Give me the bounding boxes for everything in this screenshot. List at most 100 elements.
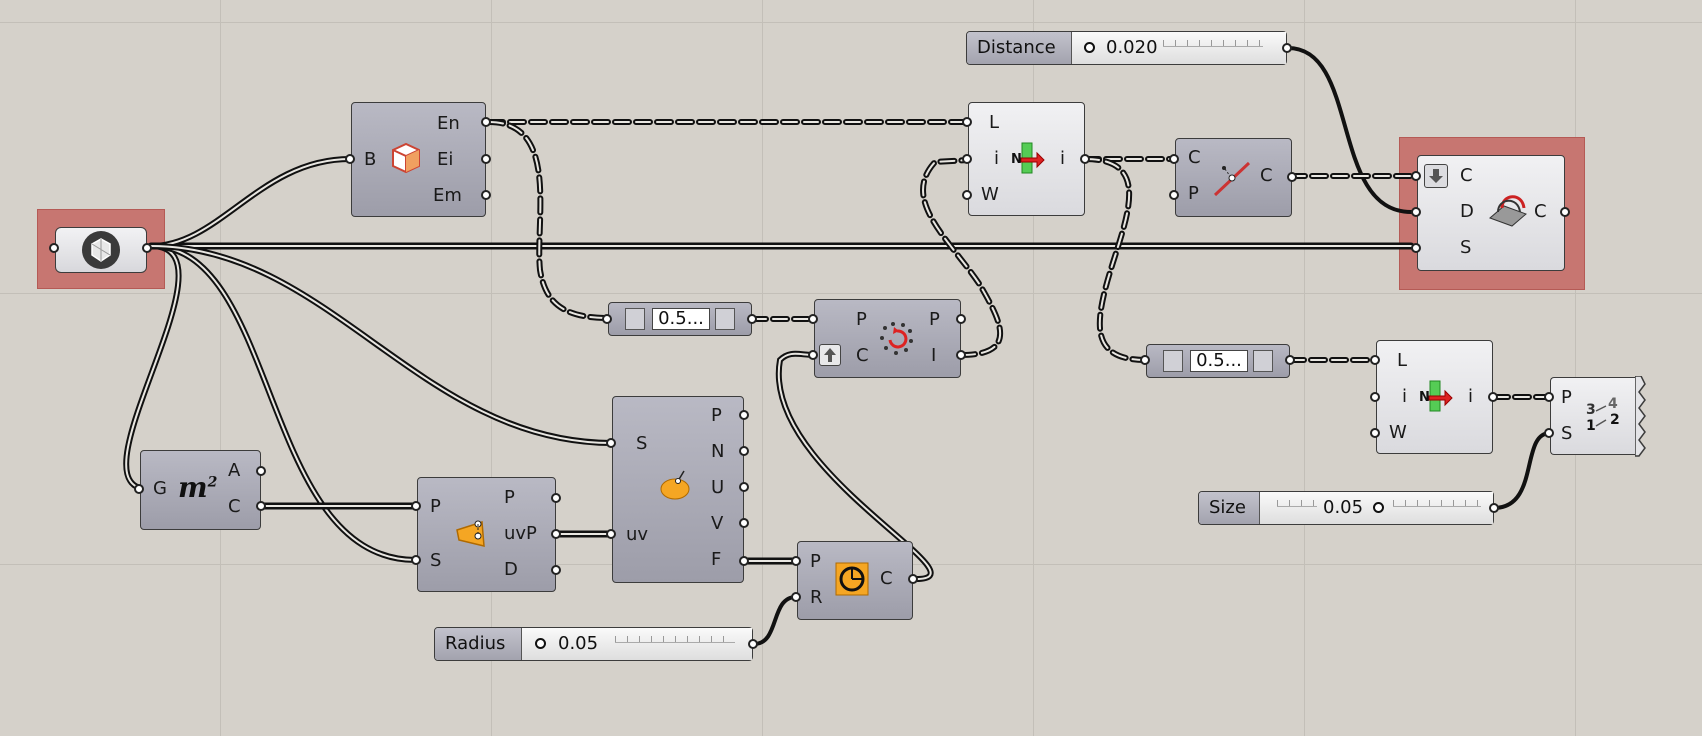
port-ccp-c[interactable]	[1169, 154, 1179, 164]
surface-closest-point-component[interactable]: P S P uvP D	[417, 477, 556, 592]
distance-slider-knob[interactable]	[1084, 42, 1095, 53]
port-es-p[interactable]	[739, 410, 749, 420]
port-es-s[interactable]	[606, 438, 616, 448]
polygon-sort-component[interactable]: P C P I	[814, 299, 961, 378]
output-label-d: D	[504, 559, 518, 580]
port-ccp-c-out[interactable]	[1287, 172, 1297, 182]
sweep-component[interactable]: C D S C	[1417, 155, 1565, 271]
port-radius-out[interactable]	[748, 639, 758, 649]
port-li-l[interactable]	[962, 117, 972, 127]
port-g[interactable]	[134, 484, 144, 494]
brep-output-port[interactable]	[142, 243, 152, 253]
port-li2-i[interactable]	[1370, 392, 1380, 402]
size-slider[interactable]: Size 0.05	[1198, 491, 1494, 525]
port-scp-uvp-out[interactable]	[551, 529, 561, 539]
flatten-arrow-down-icon[interactable]	[1424, 164, 1448, 188]
brep-input-port[interactable]	[49, 243, 59, 253]
port-li-w[interactable]	[962, 190, 972, 200]
panel-a-value[interactable]: 0.5...	[652, 308, 710, 330]
brep-param-component[interactable]	[55, 227, 147, 273]
circle-component[interactable]: P R C	[797, 541, 913, 620]
port-panel-a-in[interactable]	[602, 314, 612, 324]
port-circle-c[interactable]	[908, 574, 918, 584]
port-scp-s-in[interactable]	[411, 555, 421, 565]
port-li2-l[interactable]	[1370, 355, 1380, 365]
port-panel-b-out[interactable]	[1285, 355, 1295, 365]
wire-radius-to-circle[interactable]	[752, 595, 798, 646]
input-label-w: W	[981, 184, 999, 205]
graft-arrow-up-icon[interactable]	[819, 344, 841, 366]
port-es-n[interactable]	[739, 446, 749, 456]
port-li2-i-out[interactable]	[1488, 392, 1498, 402]
port-circle-r[interactable]	[791, 592, 801, 602]
input-label-s: S	[430, 550, 442, 571]
port-sweep-s[interactable]	[1411, 243, 1421, 253]
port-distance-out[interactable]	[1282, 43, 1292, 53]
input-label-i: i	[994, 148, 1000, 169]
radius-slider[interactable]: Radius 0.05	[434, 627, 753, 661]
wire-listitem-to-panel-b[interactable]	[1082, 156, 1149, 363]
port-es-f[interactable]	[739, 556, 749, 566]
output-label-u: U	[711, 477, 725, 498]
area-m2-icon: m2	[178, 471, 217, 504]
output-label-p: P	[929, 309, 940, 330]
port-li-i[interactable]	[962, 154, 972, 164]
list-item-bottom-component[interactable]: L i W i N	[1376, 340, 1493, 454]
input-label-r: R	[810, 587, 823, 608]
radius-slider-track[interactable]	[522, 628, 752, 660]
port-poly-c[interactable]	[808, 350, 818, 360]
port-poly-p[interactable]	[808, 314, 818, 324]
panel-b-value[interactable]: 0.5...	[1190, 350, 1248, 372]
port-sweep-d[interactable]	[1411, 207, 1421, 217]
port-li-i-out[interactable]	[1080, 154, 1090, 164]
slider-ticks	[1277, 500, 1317, 507]
radius-slider-knob[interactable]	[535, 638, 546, 649]
port-panel-b-in[interactable]	[1140, 355, 1150, 365]
port-size-out[interactable]	[1489, 503, 1499, 513]
port-sweep-c[interactable]	[1411, 171, 1421, 181]
wire-distance-to-sweep[interactable]	[1286, 46, 1413, 214]
port-scp-p-in[interactable]	[411, 501, 421, 511]
distance-slider[interactable]: Distance 0.020	[966, 31, 1287, 65]
deconstruct-brep-component[interactable]: B En Ei Em	[351, 102, 486, 217]
port-ei[interactable]	[481, 154, 491, 164]
port-poly-i-out[interactable]	[956, 350, 966, 360]
port-poly-p-out[interactable]	[956, 314, 966, 324]
port-em[interactable]	[481, 190, 491, 200]
size-slider-knob[interactable]	[1373, 502, 1384, 513]
distance-slider-track[interactable]	[1072, 32, 1286, 64]
port-tag-p[interactable]	[1544, 392, 1554, 402]
output-label-en: En	[437, 113, 460, 134]
evaluate-surface-component[interactable]: S uv P N U V F	[612, 396, 744, 583]
port-b[interactable]	[345, 154, 355, 164]
port-tag-s[interactable]	[1544, 428, 1554, 438]
wire-size-to-tag[interactable]	[1492, 431, 1552, 510]
port-es-u[interactable]	[739, 482, 749, 492]
curve-closest-point-component[interactable]: C P C	[1175, 138, 1292, 217]
wire-brep-to-deconstruct[interactable]	[148, 156, 353, 249]
list-item-top-component[interactable]: L i W i N	[968, 102, 1085, 216]
input-label-s: S	[1460, 237, 1472, 258]
port-panel-a-out[interactable]	[747, 314, 757, 324]
port-scp-d-out[interactable]	[551, 565, 561, 575]
port-en[interactable]	[481, 117, 491, 127]
port-scp-p-out[interactable]	[551, 493, 561, 503]
number-panel-b[interactable]: 0.5...	[1146, 344, 1290, 378]
input-label-s: S	[636, 433, 648, 454]
input-label-w: W	[1389, 422, 1407, 443]
wire-en-to-panel-a[interactable]	[486, 119, 611, 321]
port-a[interactable]	[256, 466, 266, 476]
port-ccp-p[interactable]	[1169, 190, 1179, 200]
port-area-c[interactable]	[256, 501, 266, 511]
port-circle-p[interactable]	[791, 556, 801, 566]
number-panel-a[interactable]: 0.5...	[608, 302, 752, 336]
port-li2-w[interactable]	[1370, 428, 1380, 438]
port-es-uv[interactable]	[606, 529, 616, 539]
port-es-v[interactable]	[739, 518, 749, 528]
input-label-s: S	[1561, 423, 1573, 444]
port-sweep-c-out[interactable]	[1560, 207, 1570, 217]
area-component[interactable]: G A C m2	[140, 450, 261, 530]
